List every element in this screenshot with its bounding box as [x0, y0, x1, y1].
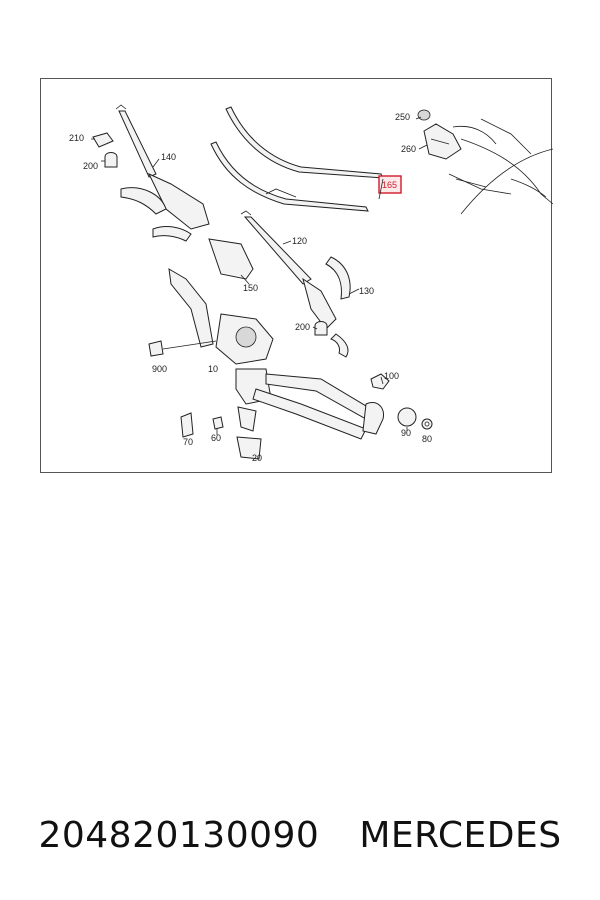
- car-outline-illustration: [448, 118, 553, 215]
- leader-lines: [91, 116, 428, 431]
- label-70: 70: [183, 437, 193, 447]
- washer-nozzle-part-260: [417, 109, 497, 160]
- label-210: 210: [69, 133, 84, 143]
- label-130: 130: [359, 286, 374, 296]
- label-60: 60: [211, 433, 221, 443]
- caps-parts-210-200: [92, 132, 118, 168]
- wiper-blades: [210, 106, 384, 212]
- left-wiper-arm-part-140: [115, 104, 210, 242]
- label-150: 150: [243, 283, 258, 293]
- cover-part-150: [208, 238, 254, 280]
- label-120: 120: [292, 236, 307, 246]
- label-80: 80: [422, 434, 432, 444]
- label-140: 140: [161, 152, 176, 162]
- label-200-left: 200: [83, 161, 98, 171]
- label-10: 10: [208, 364, 218, 374]
- label-200-right: 200: [295, 322, 310, 332]
- mounts-parts-70-60-20: [180, 406, 262, 460]
- highlighted-part-165: [378, 175, 402, 200]
- label-260: 260: [401, 144, 416, 154]
- brand-name: MERCEDES: [359, 814, 562, 856]
- label-90: 90: [401, 428, 411, 438]
- wiper-linkage-motor-part-10: [148, 268, 385, 440]
- part-number: 204820130090: [38, 814, 320, 856]
- parts-diagram-frame: 210 200 140 165 250 260 120 150 130 200 …: [40, 78, 553, 473]
- label-20: 20: [252, 453, 262, 463]
- label-100: 100: [384, 371, 399, 381]
- fasteners-parts-100-90-80: [370, 373, 433, 430]
- wiper-parts-diagram: 210 200 140 165 250 260 120 150 130 200 …: [69, 104, 553, 463]
- cap-part-200-right: [314, 321, 328, 336]
- label-900: 900: [152, 364, 167, 374]
- label-165: 165: [382, 180, 397, 190]
- label-250: 250: [395, 112, 410, 122]
- product-caption: 204820130090 MERCEDES: [0, 805, 600, 865]
- right-wiper-arm-part-120: [240, 210, 351, 358]
